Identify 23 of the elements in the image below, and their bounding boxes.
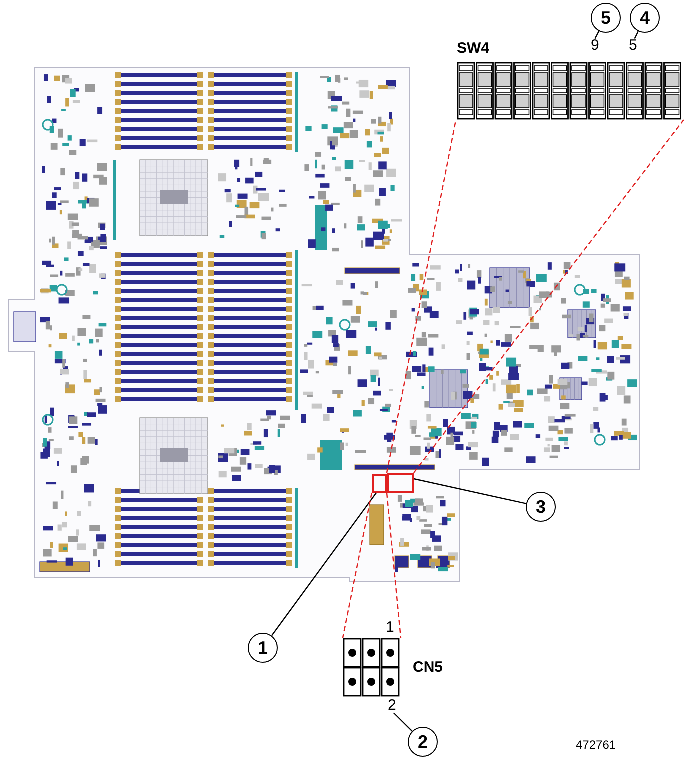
zoom-line bbox=[386, 492, 402, 638]
callout-number: 4 bbox=[630, 3, 660, 33]
pin-number: 5 bbox=[629, 38, 638, 53]
leader-line bbox=[414, 478, 527, 504]
pin-number: 9 bbox=[591, 38, 600, 53]
leader-line bbox=[634, 31, 639, 40]
pin-number: 2 bbox=[388, 698, 396, 713]
callout-number: 5 bbox=[591, 3, 621, 33]
pin-number: 1 bbox=[386, 620, 394, 635]
callout-number: 3 bbox=[526, 492, 556, 522]
leader-line bbox=[594, 31, 600, 40]
figure-number: 472761 bbox=[576, 738, 616, 753]
leader-line bbox=[271, 492, 377, 636]
zoom-line bbox=[386, 120, 457, 474]
highlight-box bbox=[387, 473, 414, 493]
callout-number: 1 bbox=[248, 633, 278, 663]
highlight-box bbox=[372, 474, 387, 493]
callout-number: 2 bbox=[408, 727, 438, 757]
zoom-line bbox=[414, 120, 684, 474]
switch-name: SW4 bbox=[457, 40, 490, 57]
leader-line bbox=[393, 712, 413, 732]
connector-name: CN5 bbox=[413, 659, 444, 676]
zoom-line bbox=[342, 492, 373, 638]
